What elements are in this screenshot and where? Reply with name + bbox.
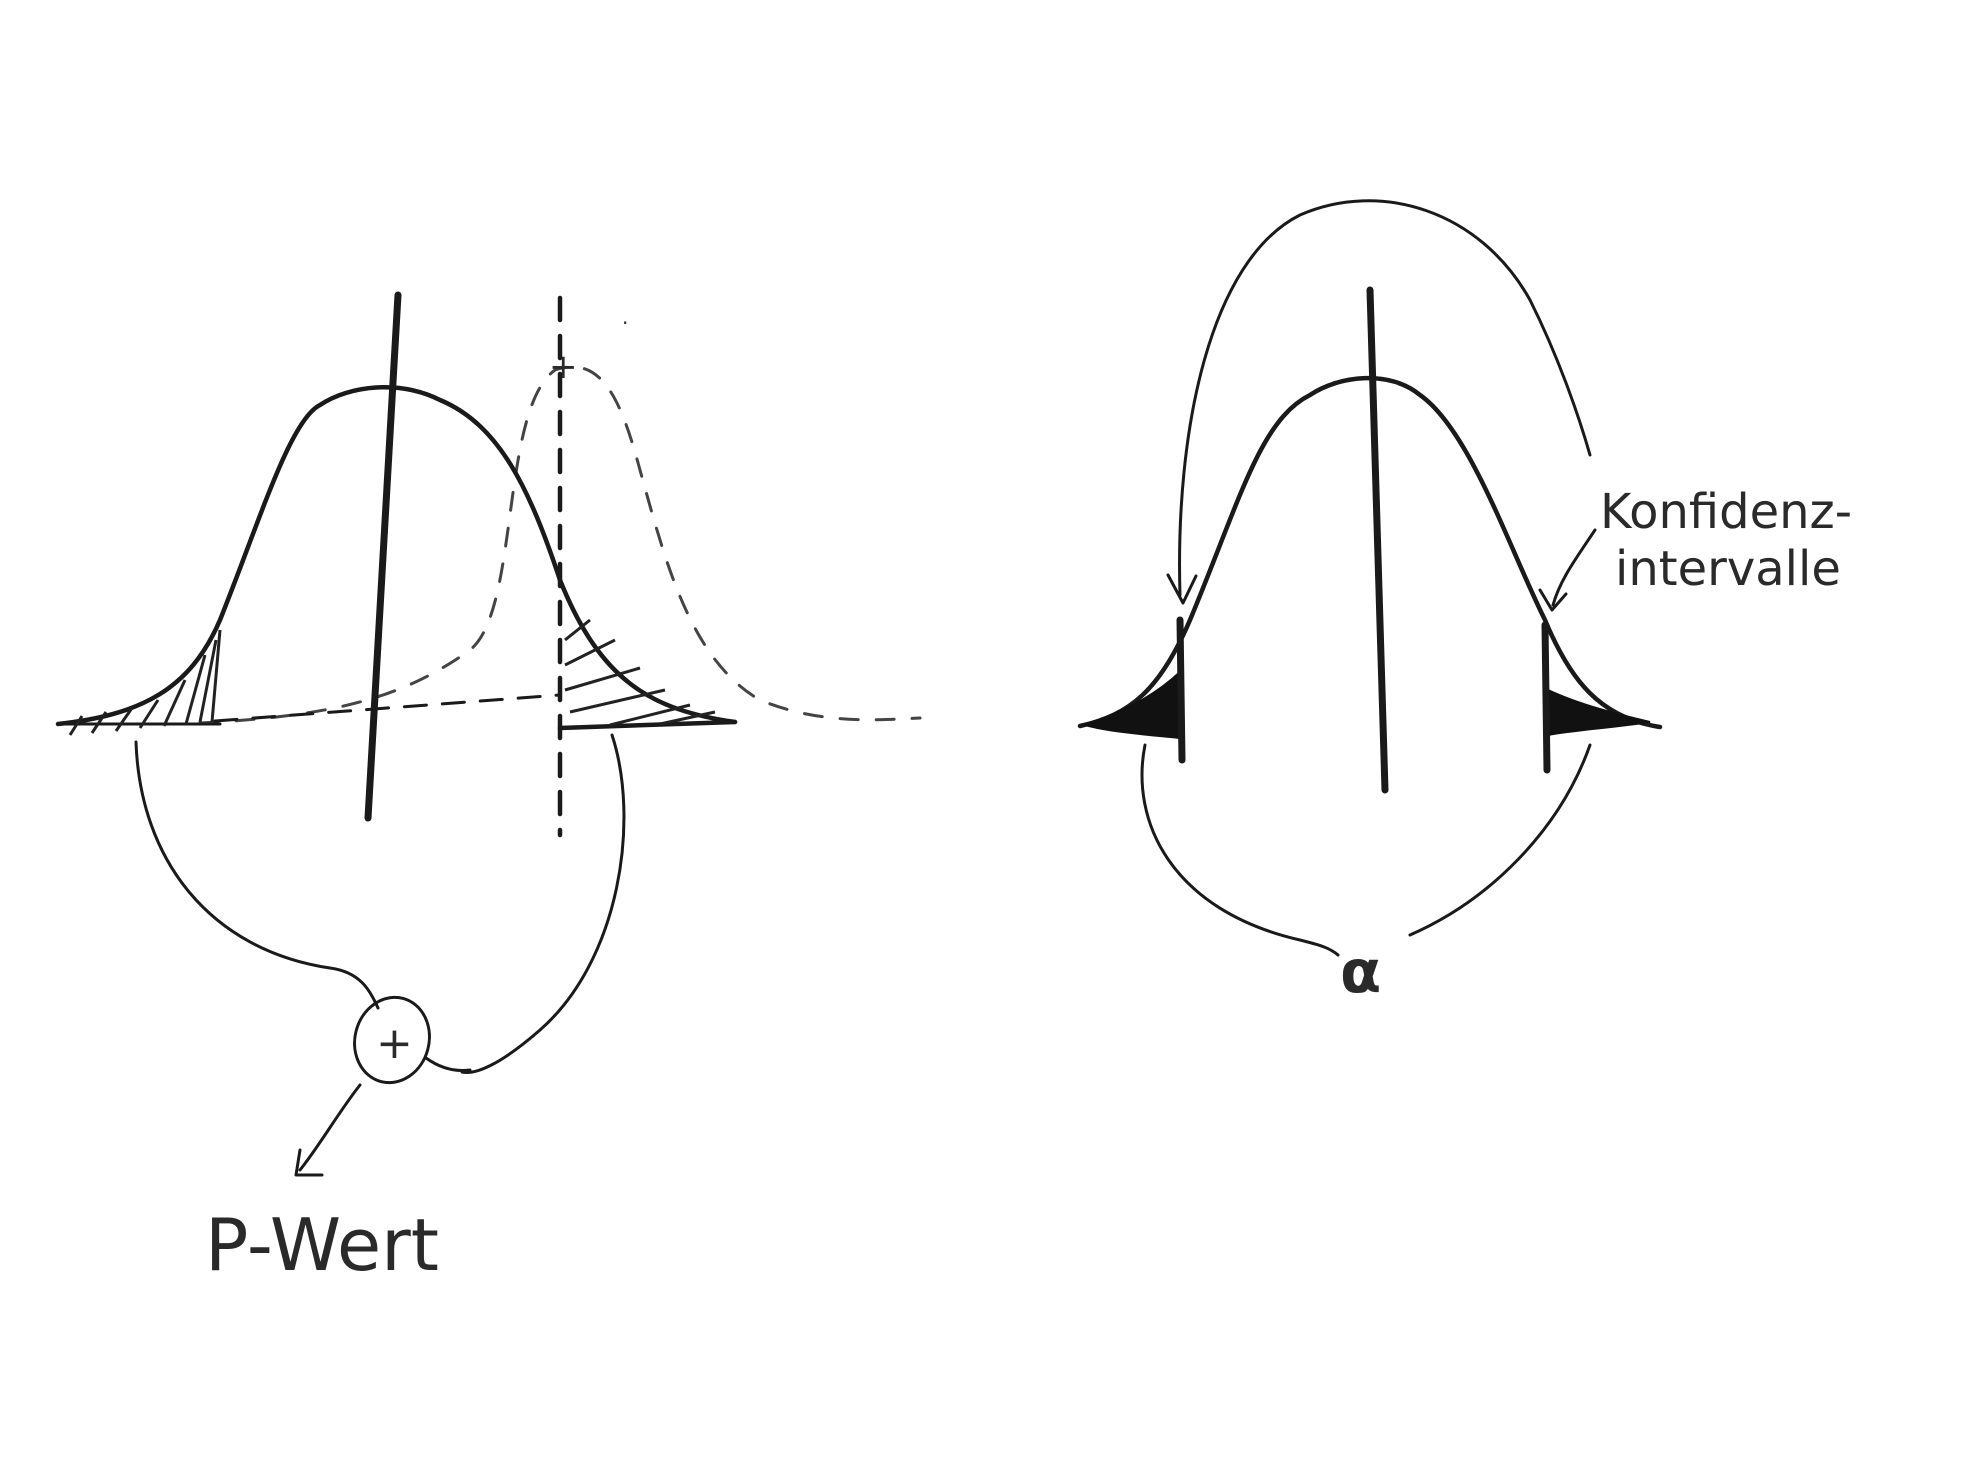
left-tail-hatching <box>56 629 222 736</box>
right-tail-connector <box>460 733 626 1074</box>
sample-mean-line <box>1366 286 1389 794</box>
dot-mark: · <box>622 311 628 335</box>
upper-bound-line <box>1541 621 1551 774</box>
alpha-label: α <box>1340 937 1381 1007</box>
right-alpha-tail <box>1547 688 1651 737</box>
alternative-mean-mark: + <box>549 347 578 387</box>
sum-circle <box>353 995 431 1085</box>
left-alpha-connector <box>1140 743 1340 957</box>
null-mean-line <box>364 291 402 822</box>
right-alpha-connector <box>1408 743 1592 937</box>
lower-bound-line <box>1176 616 1186 764</box>
sum-plus-sign: + <box>376 1018 413 1069</box>
left-alpha-tail <box>1081 669 1181 740</box>
confidence-arc <box>1178 199 1592 597</box>
left-tail-connector <box>134 740 380 1010</box>
right-tail-hatching <box>557 618 738 731</box>
left-baseline-dashes <box>213 693 562 723</box>
sampling-distribution-curve <box>1077 375 1663 730</box>
p-value-panel: + · <box>55 291 922 1287</box>
p-value-label: P-Wert <box>205 1203 439 1287</box>
confidence-intervals-label-line2: intervalle <box>1615 541 1841 597</box>
confidence-intervals-label-line1: Konfidenz- <box>1600 484 1852 540</box>
p-value-arrow <box>294 1083 362 1177</box>
upper-bound-arrow <box>1538 528 1597 612</box>
left-bound-arrowhead <box>1166 573 1198 605</box>
confidence-interval-panel: α Konfidenz- intervalle <box>1077 199 1852 1007</box>
null-distribution-curve <box>55 385 738 727</box>
alternative-distribution-curve <box>198 365 922 725</box>
